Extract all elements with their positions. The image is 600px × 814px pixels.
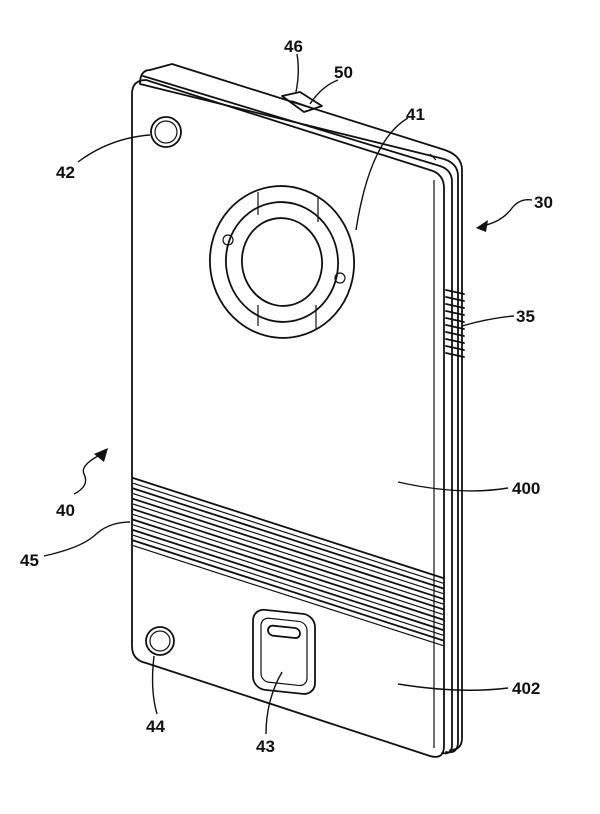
leader-30 (481, 198, 533, 227)
grip-ridge (445, 352, 465, 358)
leader-402 (397, 683, 509, 691)
grip-ridge (445, 324, 465, 330)
vent-stripe (132, 529, 444, 631)
leader-45 (43, 521, 131, 557)
grip-ridge (445, 338, 465, 344)
arrow-40 (94, 448, 108, 462)
leader-lines (43, 53, 533, 735)
vent-stripe (132, 482, 444, 584)
vent-stripe (132, 477, 444, 579)
label-42: 42 (56, 163, 75, 182)
front-panel (131, 79, 445, 758)
vent-stripe (132, 534, 444, 636)
label-43: 43 (256, 737, 275, 756)
grip-ridge (445, 331, 465, 337)
leader-35 (461, 315, 515, 327)
vent-stripe (132, 503, 444, 605)
label-402: 402 (512, 679, 540, 698)
label-30: 30 (534, 193, 553, 212)
leader-42 (77, 134, 151, 163)
vent-stripe (132, 539, 444, 642)
vent-stripe (132, 497, 444, 600)
vent-stripe (132, 493, 444, 595)
leader-50 (309, 79, 339, 105)
vent-stripe (132, 508, 444, 611)
label-35: 35 (516, 307, 535, 326)
camera-lens-assembly (209, 185, 355, 339)
rear-housing-layer (139, 63, 463, 755)
side-grip-ridges (445, 289, 465, 358)
top-connector (281, 91, 323, 113)
leader-44 (151, 655, 158, 715)
leader-43 (265, 671, 283, 735)
grip-ridge (445, 303, 465, 309)
vent-stripe (132, 545, 444, 647)
label-44: 44 (146, 717, 165, 736)
grip-ridge (445, 289, 465, 295)
leader-46 (295, 53, 299, 93)
grip-ridge (445, 310, 465, 316)
leader-41 (355, 117, 409, 231)
reference-numerals: 46 50 41 42 30 35 40 400 45 402 44 43 (20, 37, 553, 756)
label-40: 40 (56, 501, 75, 520)
vent-stripe (132, 524, 444, 626)
label-50: 50 (334, 63, 353, 82)
vent-stripe (132, 513, 444, 615)
screw-hole-top (150, 116, 182, 148)
leader-400 (397, 481, 509, 492)
label-45: 45 (20, 551, 39, 570)
vent-stripe (132, 518, 444, 621)
grip-ridge (445, 296, 465, 302)
label-46: 46 (284, 37, 303, 56)
grip-ridge (445, 317, 465, 323)
button-43 (252, 608, 316, 695)
screw-hole-bottom (145, 626, 175, 656)
label-400: 400 (512, 479, 540, 498)
vent-stripes (132, 477, 444, 647)
label-41: 41 (406, 105, 425, 124)
vent-stripe (132, 487, 444, 590)
leader-40 (73, 455, 99, 495)
arrow-30 (476, 220, 488, 232)
grip-ridge (445, 345, 465, 351)
